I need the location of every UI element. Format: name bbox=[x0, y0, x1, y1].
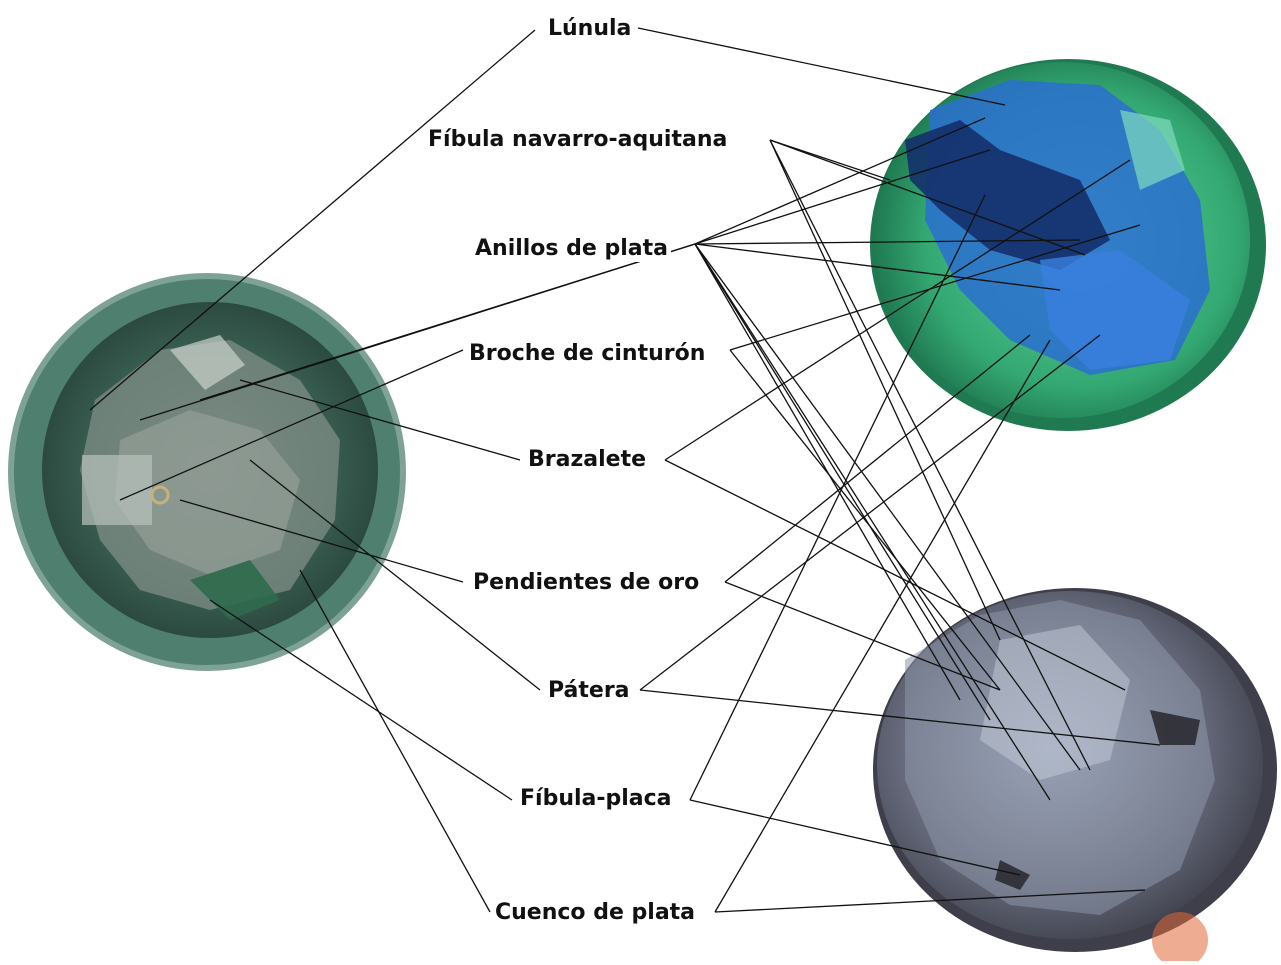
photo-vessel-image bbox=[11, 276, 403, 668]
label-anillos-de-plata: Anillos de plata bbox=[472, 236, 671, 262]
scan-grey-image bbox=[873, 588, 1277, 961]
label-lunula: Lúnula bbox=[545, 16, 634, 42]
leader-line-32 bbox=[300, 570, 490, 912]
label-patera: Pátera bbox=[545, 678, 633, 704]
leader-line-24 bbox=[725, 335, 1030, 582]
leader-line-19 bbox=[730, 350, 1000, 690]
scan-green-image bbox=[870, 59, 1266, 431]
label-fibula-navarro-aquitana: Fíbula navarro-aquitana bbox=[425, 127, 730, 153]
label-fibula-placa: Fíbula-placa bbox=[517, 786, 675, 812]
label-broche-de-cinturon: Broche de cinturón bbox=[466, 341, 708, 367]
label-brazalete: Brazalete bbox=[525, 447, 649, 473]
label-cuenco-de-plata: Cuenco de plata bbox=[492, 900, 698, 926]
label-pendientes-de-oro: Pendientes de oro bbox=[470, 570, 702, 596]
leader-line-29 bbox=[210, 600, 512, 800]
leader-line-2 bbox=[638, 28, 1005, 105]
